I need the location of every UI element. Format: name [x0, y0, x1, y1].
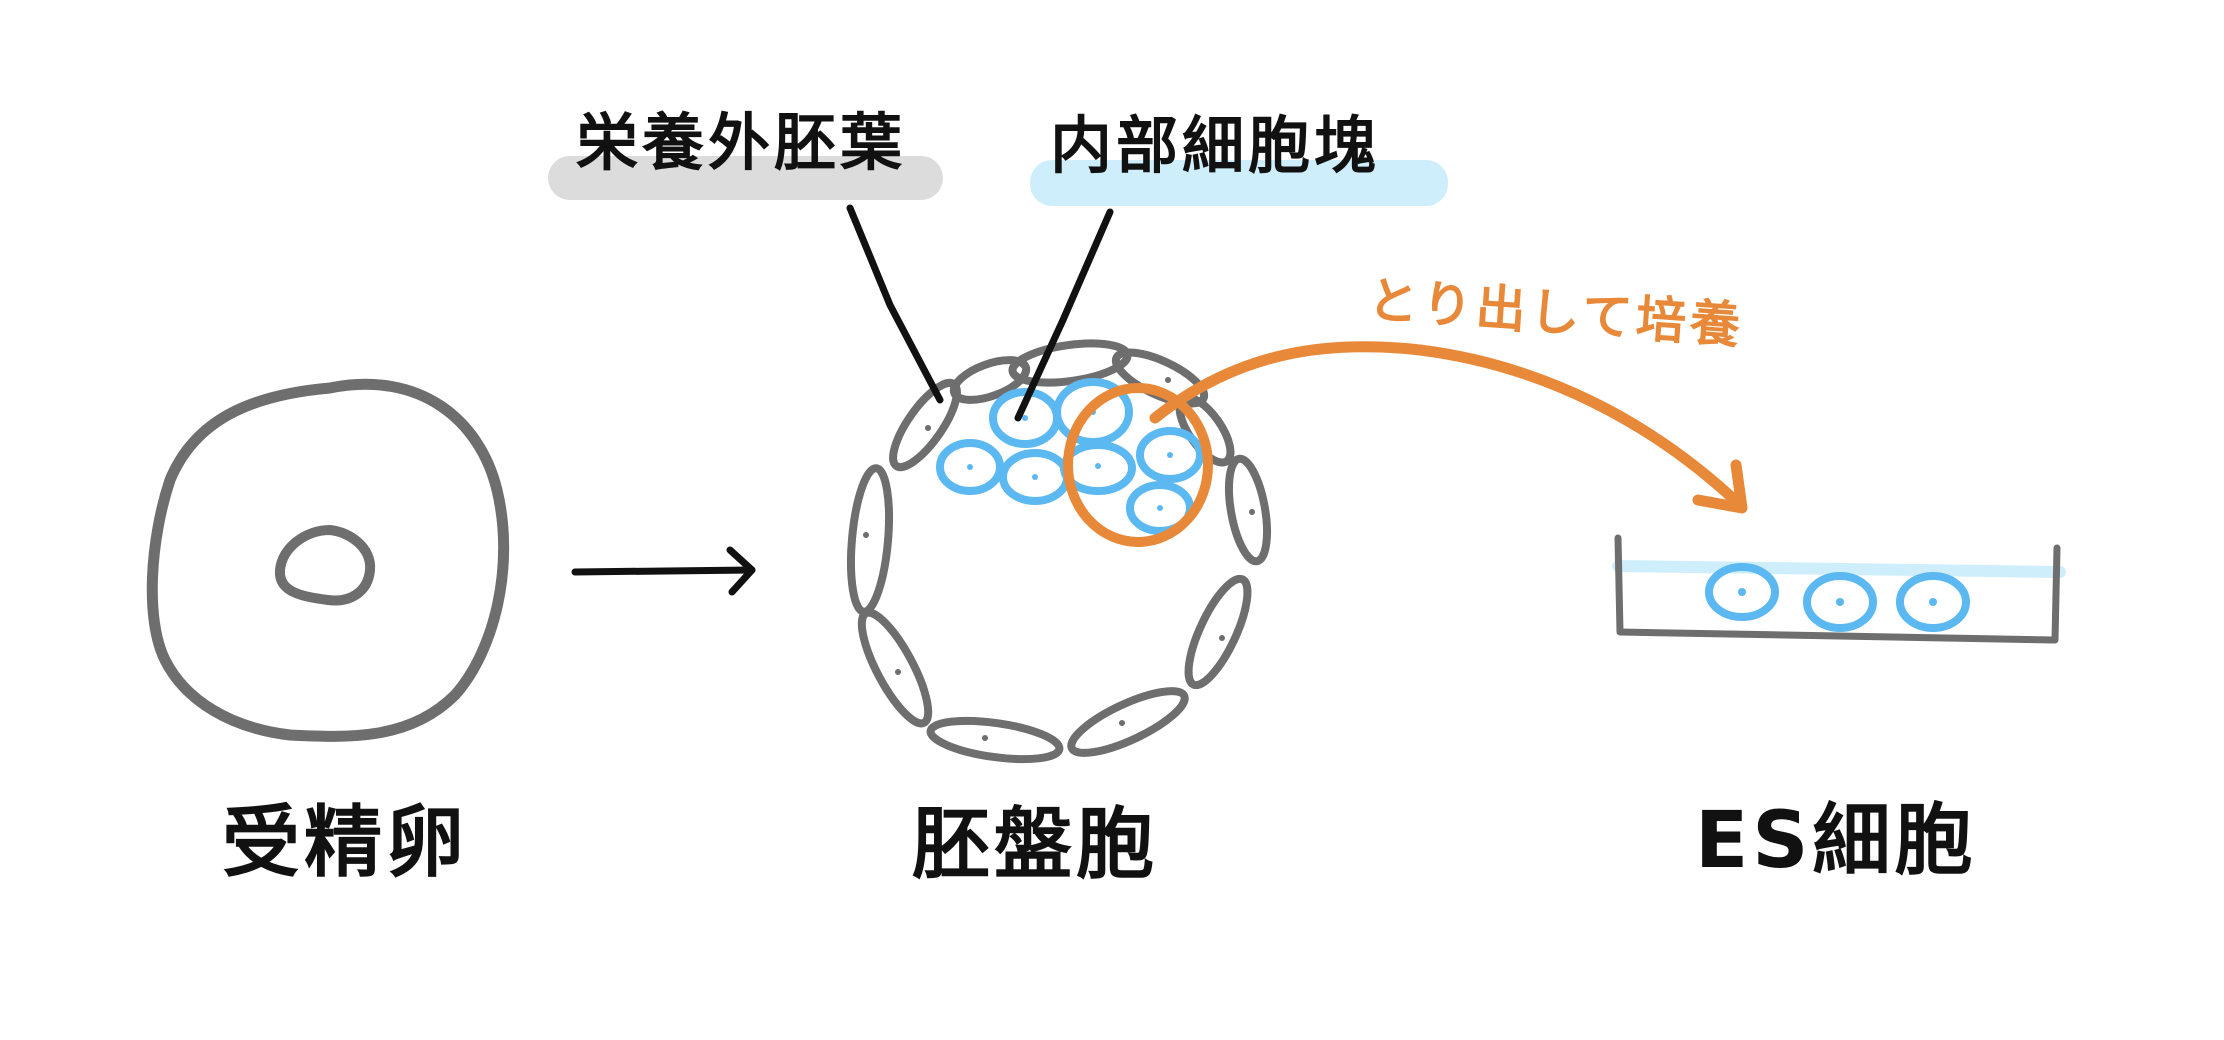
fertilized-egg-figure	[146, 378, 510, 742]
icm-cell	[1126, 481, 1194, 535]
icm-cell	[936, 439, 1004, 495]
trophectoderm-cell	[949, 356, 1031, 404]
es-cell-label: ES細胞	[1695, 796, 1977, 886]
trophectoderm-highlight	[548, 156, 943, 200]
trophectoderm-cell	[926, 716, 1064, 764]
icm-cell	[1136, 427, 1204, 483]
trophectoderm-cell	[1224, 454, 1272, 566]
trophectoderm-cell	[1184, 574, 1252, 690]
egg-outer-membrane	[146, 378, 510, 742]
fertilized-egg-label: 受精卵	[222, 798, 469, 888]
trophectoderm-cell	[857, 608, 933, 728]
trophectoderm-pointer	[846, 204, 944, 404]
es-cells	[1705, 563, 1970, 632]
egg-nucleus	[275, 524, 376, 606]
arrow-right-icon	[571, 546, 756, 596]
es-cell	[1896, 572, 1970, 632]
es-cell	[1803, 572, 1877, 632]
curved-arrow-icon	[1149, 341, 1748, 514]
trophectoderm-cell	[1067, 687, 1189, 757]
blastocyst-nuclei	[863, 377, 1255, 741]
inner-cell-mass-highlight	[1030, 160, 1448, 206]
culture-dish	[1612, 534, 2066, 644]
inner-cell-mass-label: 内部細胞塊	[1050, 109, 1381, 182]
es-cell	[1705, 563, 1779, 621]
inner-cell-mass	[936, 378, 1204, 535]
trophectoderm-cell	[847, 464, 893, 616]
selection-circle	[1063, 383, 1213, 547]
dish-outline	[1614, 534, 2061, 644]
trophectoderm-label: 栄養外胚葉	[576, 106, 907, 179]
blastocyst-label: 胚盤胞	[912, 800, 1159, 890]
es-cell-nuclei	[1738, 588, 1937, 606]
inner-cell-mass-pointer	[1014, 208, 1114, 422]
culture-medium	[1612, 560, 2066, 578]
